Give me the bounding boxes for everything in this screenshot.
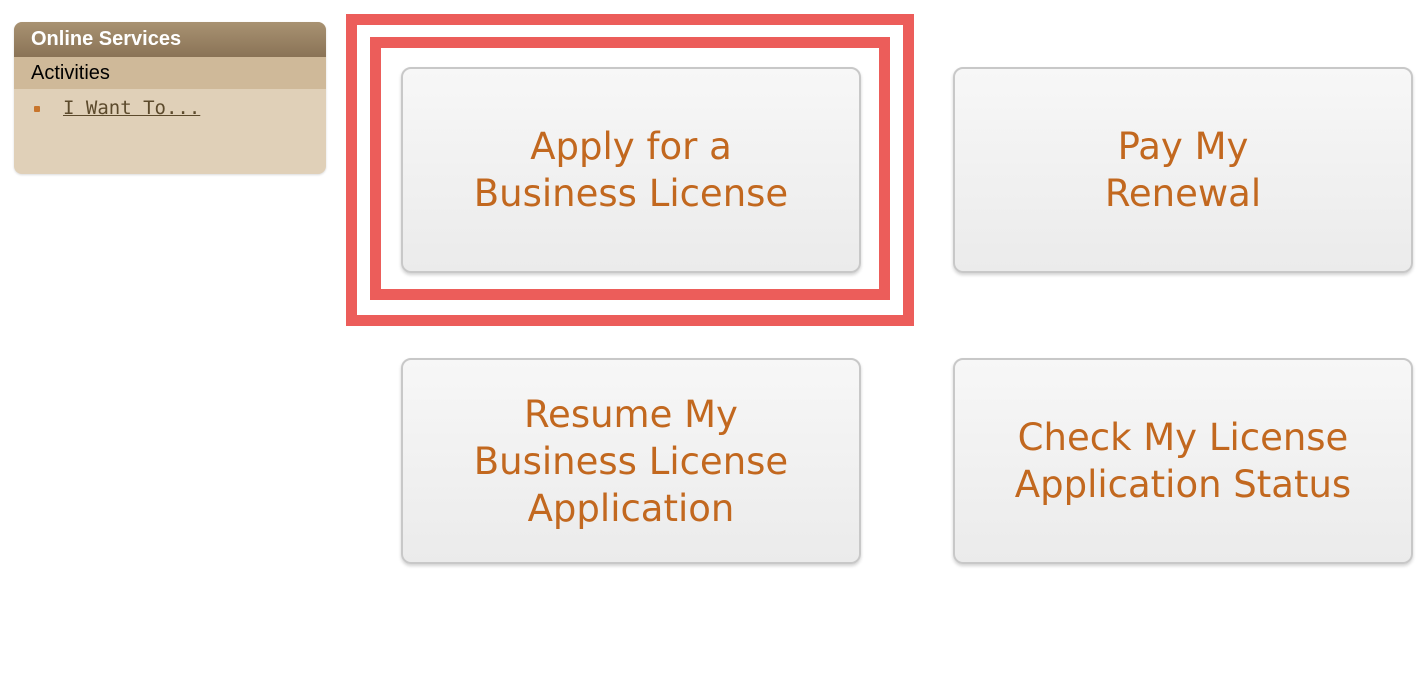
check-application-status-label: Check My License Application Status <box>1015 414 1351 508</box>
highlight-frame-inner <box>370 37 890 300</box>
resume-application-button[interactable]: Resume My Business License Application <box>401 358 861 564</box>
sidebar-item-i-want-to: I Want To... <box>14 97 326 119</box>
tile-label-line: Application Status <box>1014 463 1352 506</box>
tile-label-line: Apply for a <box>530 125 732 168</box>
resume-application-label: Resume My Business License Application <box>474 391 788 532</box>
tile-label-line: Application <box>527 486 735 530</box>
tile-label-line: Renewal <box>1104 172 1262 215</box>
check-application-status-button[interactable]: Check My License Application Status <box>953 358 1413 564</box>
apply-business-license-label: Apply for a Business License <box>474 123 788 217</box>
sidebar-list: I Want To... <box>14 89 326 119</box>
tile-label-line: Business License <box>473 172 789 215</box>
sidebar-subheader-activities: Activities <box>14 57 326 89</box>
i-want-to-link[interactable]: I Want To... <box>63 97 201 119</box>
pay-my-renewal-button[interactable]: Pay My Renewal <box>953 67 1413 273</box>
pay-my-renewal-label: Pay My Renewal <box>1105 123 1261 217</box>
sidebar-header: Online Services <box>14 22 326 57</box>
tile-label-line: Pay My <box>1117 125 1249 168</box>
tile-label-line: Check My License <box>1017 416 1349 459</box>
tile-label-line: Business License <box>473 439 789 483</box>
square-bullet-icon <box>34 106 40 112</box>
tile-label-line: Resume My <box>524 392 738 436</box>
apply-business-license-button[interactable]: Apply for a Business License <box>401 67 861 273</box>
online-services-panel: Online Services Activities I Want To... <box>14 22 326 174</box>
